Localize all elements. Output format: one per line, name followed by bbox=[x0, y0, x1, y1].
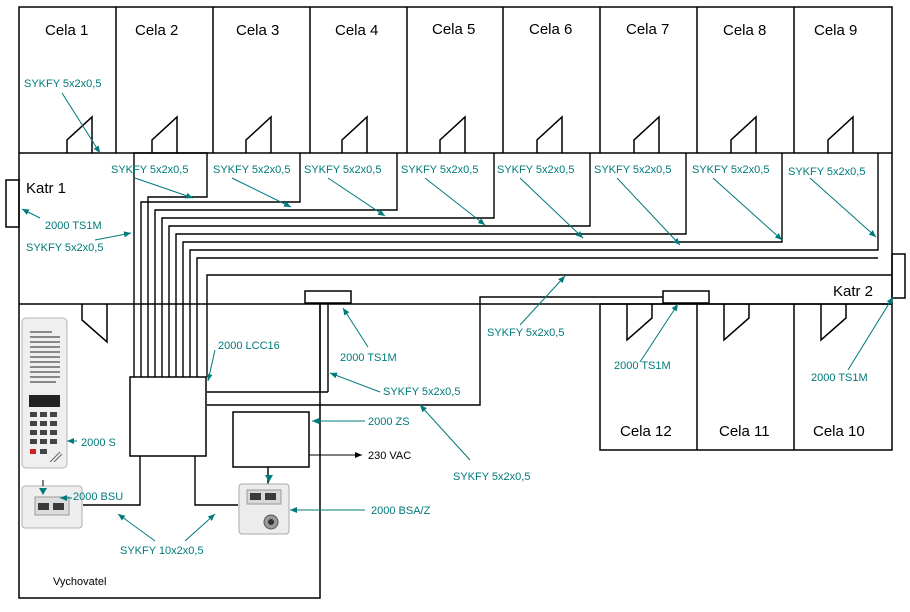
room-label-cela12: Cela 12 bbox=[620, 423, 672, 440]
cable-runs bbox=[83, 152, 892, 506]
room-label-vychovatel: Vychovatel bbox=[53, 576, 106, 588]
label-cable-cela3: SYKFY 5x2x0,5 bbox=[213, 164, 290, 176]
room-label-cela1: Cela 1 bbox=[45, 22, 88, 39]
label-230vac: 230 VAC bbox=[368, 450, 411, 462]
label-cable-bottom: SYKFY 5x2x0,5 bbox=[453, 471, 530, 483]
annotation-leaders bbox=[21, 92, 894, 542]
label-ts1m-katr1: 2000 TS1M bbox=[45, 220, 102, 232]
label-cable-cela4: SYKFY 5x2x0,5 bbox=[304, 164, 381, 176]
bsaz-module-icon bbox=[238, 475, 290, 535]
bsu-module-icon bbox=[21, 480, 83, 529]
label-cable-center: SYKFY 5x2x0,5 bbox=[487, 327, 564, 339]
building-walls bbox=[5, 6, 906, 599]
label-cable-cela9: SYKFY 5x2x0,5 bbox=[788, 166, 865, 178]
label-cable-katr1: SYKFY 5x2x0,5 bbox=[26, 242, 103, 254]
label-2000s: 2000 S bbox=[81, 437, 116, 449]
room-label-katr2: Katr 2 bbox=[833, 283, 873, 300]
label-cable-zs: SYKFY 5x2x0,5 bbox=[383, 386, 460, 398]
label-cable-cela6: SYKFY 5x2x0,5 bbox=[497, 164, 574, 176]
zs-box bbox=[232, 411, 310, 468]
room-label-cela10: Cela 10 bbox=[813, 423, 865, 440]
room-labels: Cela 1 Cela 2 Cela 3 Cela 4 Cela 5 Cela … bbox=[26, 21, 873, 588]
label-cable-top-left: SYKFY 5x2x0,5 bbox=[24, 78, 101, 90]
label-cable-cela7: SYKFY 5x2x0,5 bbox=[594, 164, 671, 176]
label-lcc16: 2000 LCC16 bbox=[218, 340, 280, 352]
door-symbols bbox=[66, 115, 854, 344]
label-cable-cela8: SYKFY 5x2x0,5 bbox=[692, 164, 769, 176]
room-label-cela4: Cela 4 bbox=[335, 22, 378, 39]
label-zs: 2000 ZS bbox=[368, 416, 410, 428]
label-cable-cela5: SYKFY 5x2x0,5 bbox=[401, 164, 478, 176]
equipment-boxes bbox=[129, 290, 710, 468]
room-label-cela2: Cela 2 bbox=[135, 22, 178, 39]
room-label-cela8: Cela 8 bbox=[723, 22, 766, 39]
room-label-cela7: Cela 7 bbox=[626, 21, 669, 38]
intercom-panel-icon bbox=[21, 317, 68, 469]
label-ts1m-mid: 2000 TS1M bbox=[340, 352, 397, 364]
lcc16-box bbox=[129, 376, 207, 457]
label-bsaz: 2000 BSA/Z bbox=[371, 505, 431, 517]
ts1m-right-box bbox=[662, 290, 710, 304]
room-label-katr1: Katr 1 bbox=[26, 180, 66, 197]
label-ts1m-katr2: 2000 TS1M bbox=[811, 372, 868, 384]
ts1m-mid-box bbox=[304, 290, 352, 304]
room-label-cela5: Cela 5 bbox=[432, 21, 475, 38]
room-label-cela6: Cela 6 bbox=[529, 21, 572, 38]
room-label-cela9: Cela 9 bbox=[814, 22, 857, 39]
room-label-cela11: Cela 11 bbox=[719, 423, 770, 440]
label-cable-cela2: SYKFY 5x2x0,5 bbox=[111, 164, 188, 176]
room-label-cela3: Cela 3 bbox=[236, 22, 279, 39]
annotation-labels: SYKFY 5x2x0,5 SYKFY 5x2x0,5 SYKFY 5x2x0,… bbox=[24, 78, 868, 557]
label-cable-10x: SYKFY 10x2x0,5 bbox=[120, 545, 204, 557]
label-bsu: 2000 BSU bbox=[73, 491, 123, 503]
label-ts1m-cela12: 2000 TS1M bbox=[614, 360, 671, 372]
